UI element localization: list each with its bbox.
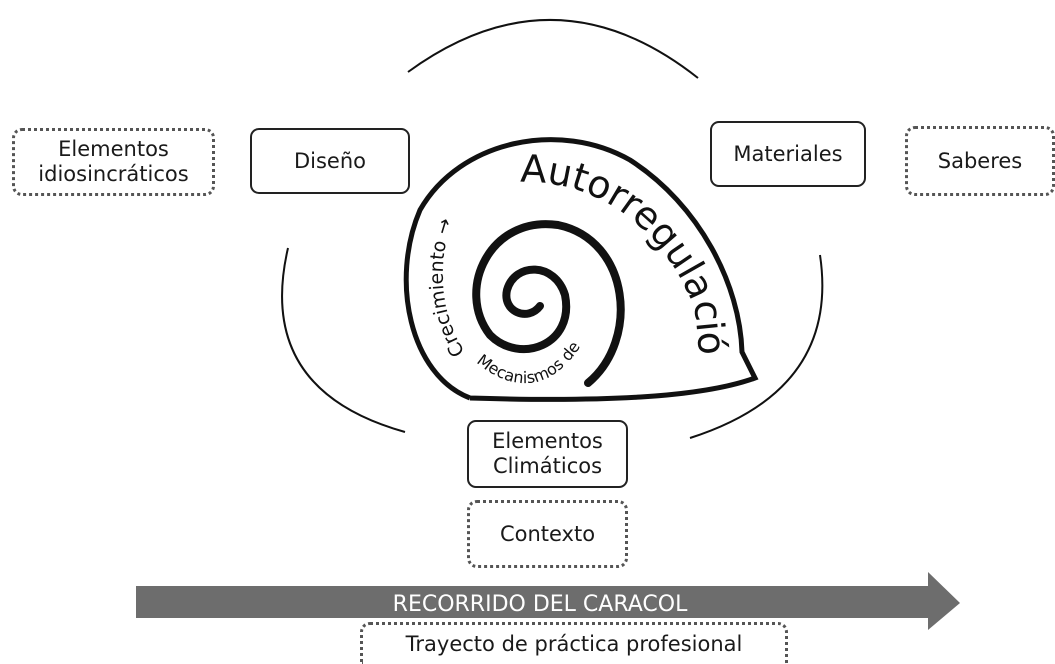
outer-arc-right (689, 254, 824, 439)
recorrido-label: RECORRIDO DEL CARACOL (392, 592, 688, 617)
box-trayecto-label: Trayecto de práctica profesional (405, 632, 743, 656)
box-elementos-climaticos-line1: Elementos (492, 429, 603, 453)
crecimiento-text: Crecimiento → (426, 215, 469, 360)
box-materiales: Materiales (710, 121, 866, 187)
box-diseno: Diseño (250, 128, 410, 194)
crecimiento-textpath: Crecimiento → (426, 215, 469, 360)
snail-shell-outline (403, 137, 759, 402)
box-diseno-label: Diseño (293, 148, 367, 173)
box-elementos-climaticos-line2: Climáticos (492, 454, 603, 478)
box-elementos-idiosincraticos-line2: idiosincráticos (38, 162, 189, 186)
box-contexto-label: Contexto (499, 521, 596, 546)
box-materiales-label: Materiales (733, 141, 843, 166)
box-trayecto: Trayecto de práctica profesional (360, 622, 788, 664)
box-contexto: Contexto (467, 500, 628, 568)
box-elementos-climaticos: Elementos Climáticos (467, 420, 628, 488)
outer-arc-left (281, 247, 406, 433)
snail-spiral (472, 220, 625, 387)
outer-arc-top (407, 18, 699, 79)
recorrido-arrow (136, 572, 960, 630)
box-elementos-idiosincraticos-line1: Elementos (58, 137, 169, 161)
box-saberes: Saberes (905, 126, 1055, 196)
box-elementos-idiosincraticos: Elementos idiosincráticos (12, 128, 215, 196)
box-saberes-label: Saberes (937, 148, 1023, 173)
